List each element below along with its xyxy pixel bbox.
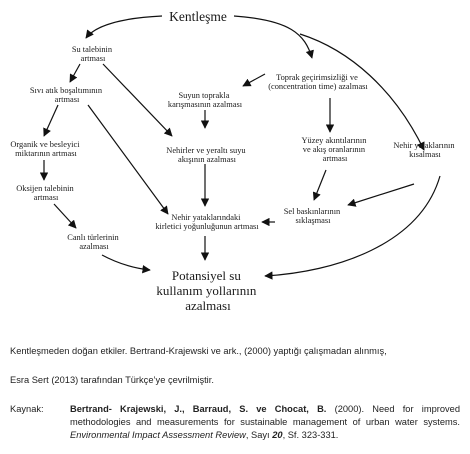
arrow-toprak-to-nehir-kisalma <box>299 33 425 151</box>
arrow-su-talebi-to-nehirler <box>102 63 173 137</box>
arrow-sivi-atik-to-organik <box>43 104 59 137</box>
arrow-toprak-to-suyun-toprakla <box>242 73 266 87</box>
source-citation: Bertrand- Krajewski, J., Barraud, S. ve … <box>70 403 460 442</box>
node-su-talebi: Su talebinin artması <box>72 45 114 63</box>
diagram-arrows <box>39 15 441 280</box>
node-sivi-atik: Sıvı atık boşaltımının artması <box>30 86 104 104</box>
arrow-oksijen-to-canli <box>53 203 77 229</box>
diagram-nodes: Kentleşme Su talebinin artması Sıvı atık… <box>10 9 456 313</box>
source-title: (2000). Need for improved methodologies … <box>70 404 460 427</box>
source-label: Kaynak: <box>10 404 44 414</box>
arrow-nehir-kisalma-to-sel <box>347 183 415 207</box>
node-nehir-kirletici: Nehir yataklarındaki kirletici yoğunluğu… <box>155 213 259 231</box>
translation-credit: Esra Sert (2013) tarafından Türkçe’ye çe… <box>10 375 214 385</box>
node-canli: Canlı türlerinin azalması <box>67 233 121 251</box>
node-nehirler-yeralti: Nehirler ve yeraltı suyu akışının azalma… <box>166 146 247 164</box>
source-reference: Kaynak: Bertrand- Krajewski, J., Barraud,… <box>10 403 462 442</box>
node-toprak-gecirim: Toprak geçirimsizliği ve (concentration … <box>268 73 368 91</box>
arrow-canli-to-potansiyel <box>101 254 151 274</box>
urbanization-effects-diagram: Kentleşme Su talebinin artması Sıvı atık… <box>10 9 456 313</box>
source-volume-prefix: , Sayı <box>245 430 273 440</box>
node-sel: Sel baskınlarının sıklaşması <box>284 207 343 225</box>
source-pages: , Sf. 323-331. <box>282 430 339 440</box>
arrow-kentlesme-to-su-talebi <box>85 15 163 39</box>
arrow-sivi-atik-to-nehir-kirletici <box>87 104 169 215</box>
node-nehir-kisalma: Nehir yataklarının kısalması <box>393 141 456 159</box>
arrow-su-talebi-to-sivi-atik <box>69 63 81 83</box>
source-volume: 20 <box>272 430 283 440</box>
arrow-kentlesme-to-toprak <box>233 15 314 59</box>
source-authors: Bertrand- Krajewski, J., Barraud, S. ve … <box>70 404 327 414</box>
node-kentlesme: Kentleşme <box>169 9 227 24</box>
node-suyun-toprakla: Suyun toprakla karışmasının azalması <box>168 91 243 109</box>
node-yuzey-akinti: Yüzey akıntılarının ve akış oranlarının … <box>302 136 369 163</box>
node-oksijen: Oksijen talebinin artması <box>16 184 76 202</box>
figure-caption: Kentleşmeden doğan etkiler. Bertrand-Kra… <box>10 346 387 356</box>
arrow-yuzey-to-sel <box>312 169 327 201</box>
source-journal: Environmental Impact Assessment Review <box>70 430 246 440</box>
arrow-toprak-to-potansiyel <box>264 175 441 280</box>
node-organik: Organik ve besleyici miktarının artması <box>10 140 81 158</box>
node-potansiyel: Potansiyel su kullanım yollarının azalma… <box>156 268 259 313</box>
